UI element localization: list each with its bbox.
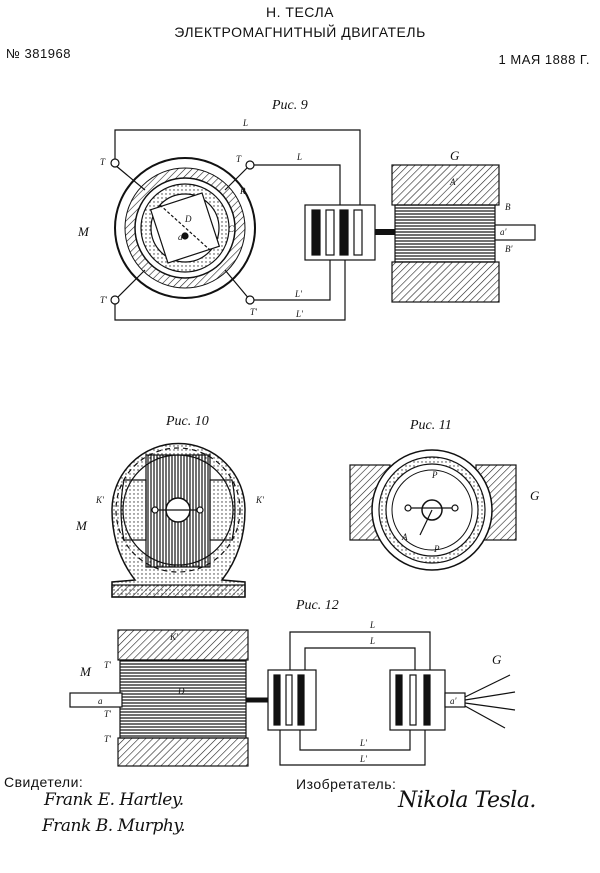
fig9-label-L-mid: L bbox=[296, 152, 302, 162]
fig9-label-a2: a' bbox=[500, 227, 508, 237]
inventor-label: Изобретатель: bbox=[296, 776, 397, 792]
fig11-caption: Рис. 11 bbox=[410, 418, 452, 433]
fig11-label-A: A bbox=[401, 532, 408, 542]
witnesses-label: Свидетели: bbox=[4, 774, 84, 790]
patent-title: ЭЛЕКТРОМАГНИТНЫЙ ДВИГАТЕЛЬ bbox=[174, 24, 426, 40]
fig9-label-T4: T' bbox=[250, 307, 258, 317]
fig12-label-T1: T' bbox=[104, 660, 112, 670]
fig9-label-T1: T bbox=[100, 157, 106, 167]
fig12-label-M: M bbox=[79, 664, 92, 679]
fig12-label-K: K' bbox=[169, 632, 179, 642]
fig12-label-G: G bbox=[492, 652, 502, 667]
fig9-label-T3: T' bbox=[100, 295, 108, 305]
fig12-caption: Рис. 12 bbox=[296, 598, 339, 613]
fig9-label-D: D bbox=[184, 214, 192, 224]
inventor-signature: Nikola Tesla. bbox=[398, 788, 536, 813]
witness-signature-1: Frank E. Hartley. bbox=[44, 790, 184, 810]
fig9-label-G: G bbox=[450, 148, 460, 163]
fig10-label-M: M bbox=[75, 518, 88, 533]
fig9-label-M: M bbox=[77, 224, 90, 239]
fig9-label-B: B bbox=[505, 202, 511, 212]
fig9-label-L-bot1: L' bbox=[294, 289, 303, 299]
fig9-drawing bbox=[110, 129, 536, 321]
fig12-label-L3: L' bbox=[359, 738, 368, 748]
fig10-label-K1: K' bbox=[95, 495, 105, 505]
fig11-label-P1: P bbox=[431, 470, 438, 480]
fig12-drawing bbox=[69, 629, 516, 767]
fig12-label-L4: L' bbox=[359, 754, 368, 764]
fig10-caption: Рис. 10 bbox=[166, 414, 209, 429]
patent-date: 1 МАЯ 1888 Г. bbox=[498, 52, 590, 67]
fig11-drawing bbox=[349, 449, 517, 571]
fig11-label-P2: P bbox=[433, 544, 440, 554]
fig12-label-a2: a' bbox=[450, 696, 458, 706]
fig9-label-C: C bbox=[228, 224, 235, 234]
fig12-label-T3: T' bbox=[104, 734, 112, 744]
fig9-label-B2: B' bbox=[505, 244, 513, 254]
fig11-label-G: G bbox=[530, 488, 540, 503]
fig12-label-L1: L bbox=[369, 620, 375, 630]
fig9-label-a: a bbox=[178, 232, 183, 242]
fig10-drawing bbox=[111, 442, 246, 598]
fig9-label-R: R bbox=[239, 186, 246, 196]
patent-number: № 381968 bbox=[6, 46, 71, 61]
fig9-label-A: A' bbox=[449, 177, 458, 187]
fig12-label-a: a bbox=[98, 696, 103, 706]
fig12-label-T2: T' bbox=[104, 709, 112, 719]
witness-signature-2: Frank B. Murphy. bbox=[42, 816, 186, 836]
inventor-name: Н. ТЕСЛА bbox=[266, 4, 334, 20]
fig9-label-T2: T bbox=[236, 154, 242, 164]
fig12-label-L2: L bbox=[369, 636, 375, 646]
fig12-label-D: D bbox=[177, 686, 185, 696]
fig9-caption: Рис. 9 bbox=[272, 98, 308, 113]
fig9-label-L-top: L bbox=[242, 118, 248, 128]
fig10-label-K2: K' bbox=[255, 495, 265, 505]
fig9-label-L-bot2: L' bbox=[295, 309, 304, 319]
